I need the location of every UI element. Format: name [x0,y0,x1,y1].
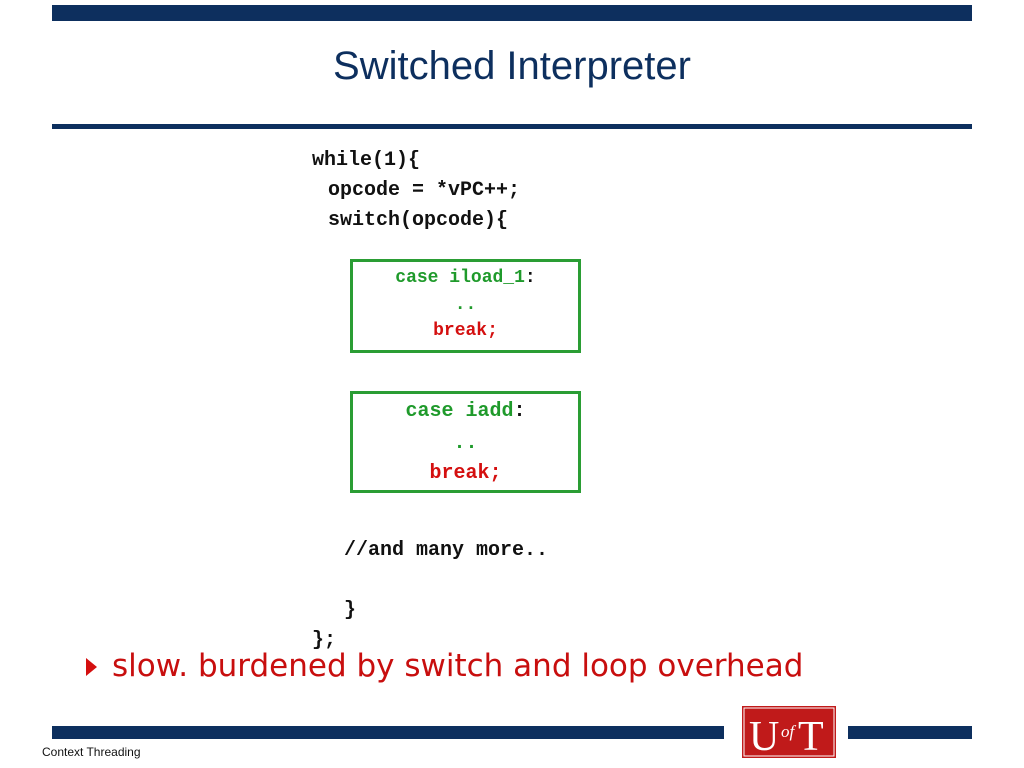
title-underline [52,124,972,129]
svg-text:U: U [749,714,779,758]
code-line-opcode: opcode = *vPC++; [328,179,521,202]
case-label: case iload_1: [395,268,536,288]
case-box-iadd: case iadd: .. break; [350,391,581,493]
code-line-while: while(1){ [312,149,421,172]
code-close-switch: } [344,599,357,622]
case-break: break; [429,462,502,485]
bullet-arrow-icon [86,658,97,676]
code-comment: //and many more.. [344,539,549,562]
svg-text:of: of [781,722,797,741]
top-bar [52,5,972,21]
bottom-bar-left [52,726,724,739]
code-close-while: }; [312,629,337,652]
svg-text:T: T [798,714,824,758]
case-box-iload: case iload_1: .. break; [350,259,581,353]
case-break: break; [433,321,498,341]
case-dots: .. [454,295,477,315]
bullet-text: slow. burdened by switch and loop overhe… [112,648,804,684]
code-line-switch: switch(opcode){ [328,209,509,232]
bottom-bar-right [848,726,972,739]
slide-title: Switched Interpreter [333,44,691,88]
case-dots: .. [453,432,478,455]
footer-label: Context Threading [42,745,141,759]
uoft-logo: U of T [742,706,836,758]
case-label: case iadd: [405,400,526,423]
